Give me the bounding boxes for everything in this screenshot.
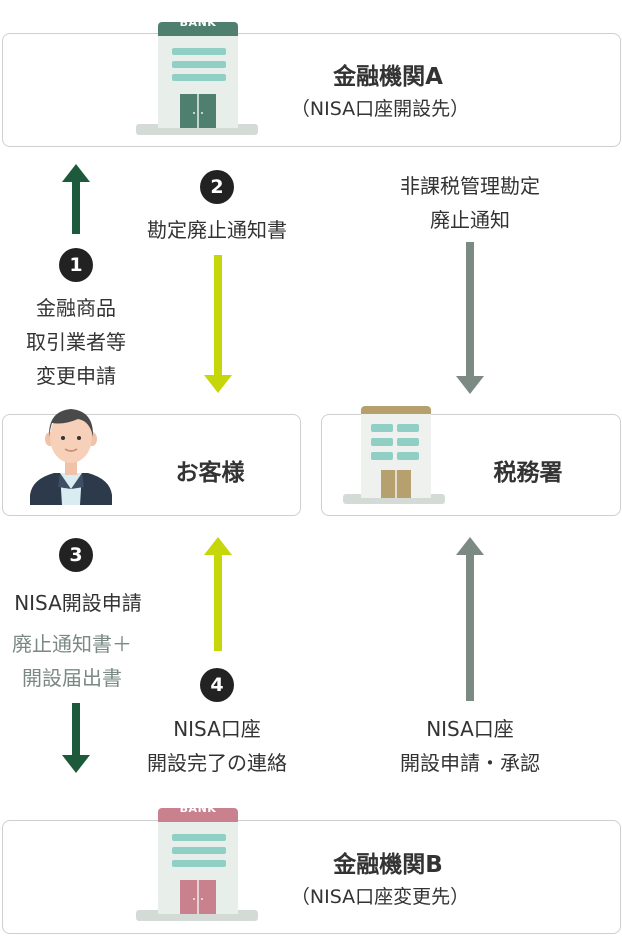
step4-label: NISA口座 開設完了の連絡 (147, 712, 287, 780)
step1-line1: 金融商品 (36, 296, 116, 320)
tax-office-building-icon (343, 406, 445, 504)
b-to-tax-label: NISA口座 開設申請・承認 (400, 712, 540, 780)
bank-b-icon (136, 808, 258, 921)
step2-label: 勘定廃止通知書 (147, 213, 287, 247)
step1-line3: 変更申請 (36, 364, 116, 388)
arrow-a-to-tax-down (456, 242, 484, 394)
step1-line2: 取引業者等 (26, 330, 126, 354)
institution-b-subtitle: （NISA口座変更先） (290, 886, 470, 908)
step3-badge: 3 (59, 538, 93, 572)
arrow-step3-down (62, 703, 90, 773)
institution-b-box (2, 820, 621, 934)
a-to-tax-line1: 非課税管理勘定 (400, 174, 540, 198)
tax-office-name: 税務署 (493, 460, 563, 486)
step4-line2: 開設完了の連絡 (147, 751, 287, 775)
institution-a-box (2, 33, 621, 147)
step3-detail: 廃止通知書＋ 開設届出書 (12, 627, 132, 695)
bank-a-sign: BANK (179, 16, 217, 29)
arrow-step2-down (204, 255, 232, 393)
step2-badge: 2 (200, 170, 234, 204)
b-to-tax-line1: NISA口座 (426, 717, 514, 741)
institution-b-name: 金融機関B (333, 852, 443, 878)
bank-a-icon (136, 22, 258, 135)
b-to-tax-line2: 開設申請・承認 (400, 751, 540, 775)
arrow-step4-up (204, 537, 232, 651)
bank-b-sign: BANK (179, 802, 217, 815)
step4-badge: 4 (200, 668, 234, 702)
step3-title-text: NISA開設申請 (14, 591, 142, 615)
a-to-tax-label: 非課税管理勘定 廃止通知 (400, 169, 540, 237)
step2-line1: 勘定廃止通知書 (147, 218, 287, 242)
step1-badge: 1 (59, 248, 93, 282)
step4-line1: NISA口座 (173, 717, 261, 741)
customer-avatar-icon (30, 409, 112, 505)
arrow-step1-up (62, 164, 90, 234)
customer-name: お客様 (175, 460, 245, 486)
step3-detail-line2: 開設届出書 (22, 666, 122, 690)
a-to-tax-line2: 廃止通知 (430, 208, 510, 232)
step3-title: NISA開設申請 (14, 586, 142, 620)
institution-a-subtitle: （NISA口座開設先） (290, 98, 470, 120)
step1-label: 金融商品 取引業者等 変更申請 (26, 291, 126, 393)
step3-detail-line1: 廃止通知書＋ (12, 632, 132, 656)
institution-a-name: 金融機関A (333, 64, 443, 90)
arrow-b-to-tax-up (456, 537, 484, 701)
